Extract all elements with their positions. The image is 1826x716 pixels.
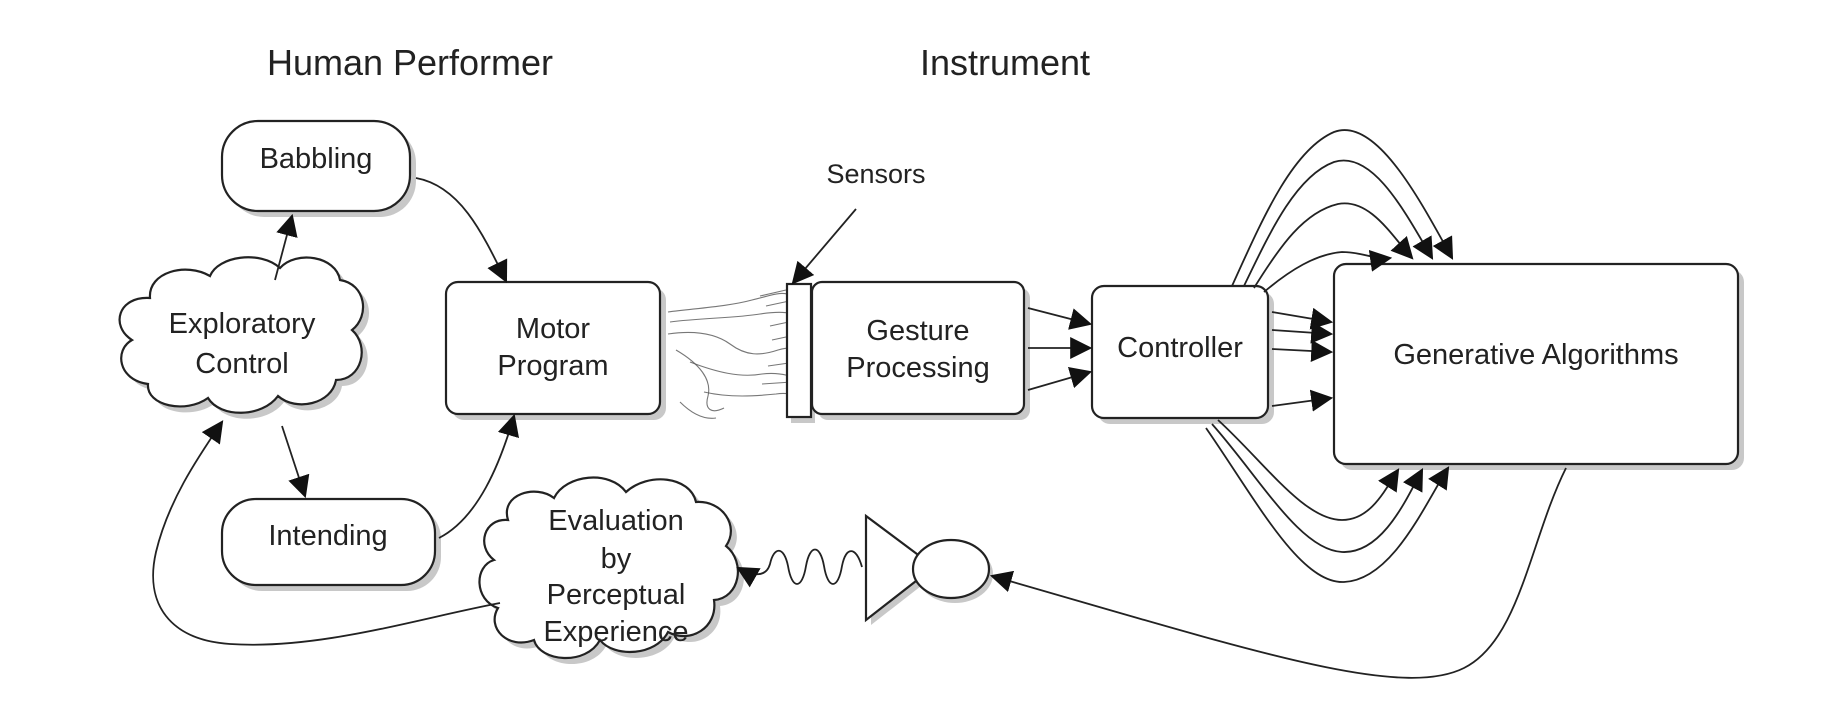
speaker-icon <box>864 513 993 625</box>
sensors-label: Sensors <box>826 159 925 189</box>
exploratory-label-1: Exploratory <box>169 308 316 340</box>
intending-node: Intending <box>220 497 441 591</box>
motor-program-node: Motor Program <box>444 280 666 420</box>
eval-label-1: Evaluation <box>548 505 683 537</box>
heading-human-performer: Human Performer <box>267 42 553 83</box>
hand-sketch-icon <box>667 289 807 419</box>
arrow-generative-to-speaker <box>989 467 1567 679</box>
arrow-babbling-to-motor <box>415 177 508 283</box>
arrow-controller-generative-bottom-1 <box>1217 419 1400 521</box>
arrow-gesture-controller-1 <box>1027 307 1093 330</box>
arrow-controller-generative-1 <box>1271 307 1334 330</box>
controller-node: Controller <box>1090 284 1274 424</box>
gesture-label-2: Processing <box>846 352 989 384</box>
eval-label-2: by <box>601 543 632 575</box>
arrow-intending-to-motor <box>438 413 520 539</box>
heading-instrument: Instrument <box>920 42 1090 83</box>
arrow-controller-generative-top-1 <box>1231 129 1454 287</box>
sensors-pointer <box>791 208 857 285</box>
exploratory-label-2: Control <box>195 348 289 380</box>
arrow-controller-generative-3 <box>1271 340 1334 362</box>
arrow-controller-generative-top-3 <box>1253 202 1414 289</box>
exploratory-control-node: Exploratory Control <box>118 256 370 419</box>
arrow-controller-generative-bottom-3 <box>1205 427 1450 583</box>
arrow-controller-generative-4 <box>1271 389 1334 412</box>
arrow-exploratory-to-intending <box>281 425 310 499</box>
sound-wave-icon <box>736 548 863 588</box>
arrow-evaluation-to-exploratory <box>152 420 501 646</box>
gesture-processing-node: Gesture Processing <box>810 280 1030 420</box>
arrow-controller-generative-top-4 <box>1263 249 1393 293</box>
eval-label-4: Experience <box>543 616 688 648</box>
motor-label-1: Motor <box>516 313 590 345</box>
gesture-label-1: Gesture <box>866 315 969 347</box>
babbling-label: Babbling <box>260 143 373 175</box>
sensor-strip <box>785 282 815 423</box>
arrow-controller-generative-bottom-2 <box>1211 423 1424 553</box>
arrow-gesture-controller-3 <box>1027 366 1093 391</box>
eval-label-3: Perceptual <box>547 579 686 611</box>
babbling-node: Babbling <box>220 119 416 217</box>
arrow-exploratory-to-babbling <box>274 213 298 281</box>
arrow-controller-generative-top-2 <box>1243 159 1434 287</box>
evaluation-node: Evaluation by Perceptual Experience <box>478 476 744 665</box>
generative-label: Generative Algorithms <box>1393 339 1678 371</box>
arrow-controller-generative-2 <box>1271 321 1334 344</box>
controller-label: Controller <box>1117 332 1243 364</box>
generative-algorithms-node: Generative Algorithms <box>1332 262 1744 470</box>
motor-label-2: Program <box>497 350 608 382</box>
intending-label: Intending <box>268 520 387 552</box>
